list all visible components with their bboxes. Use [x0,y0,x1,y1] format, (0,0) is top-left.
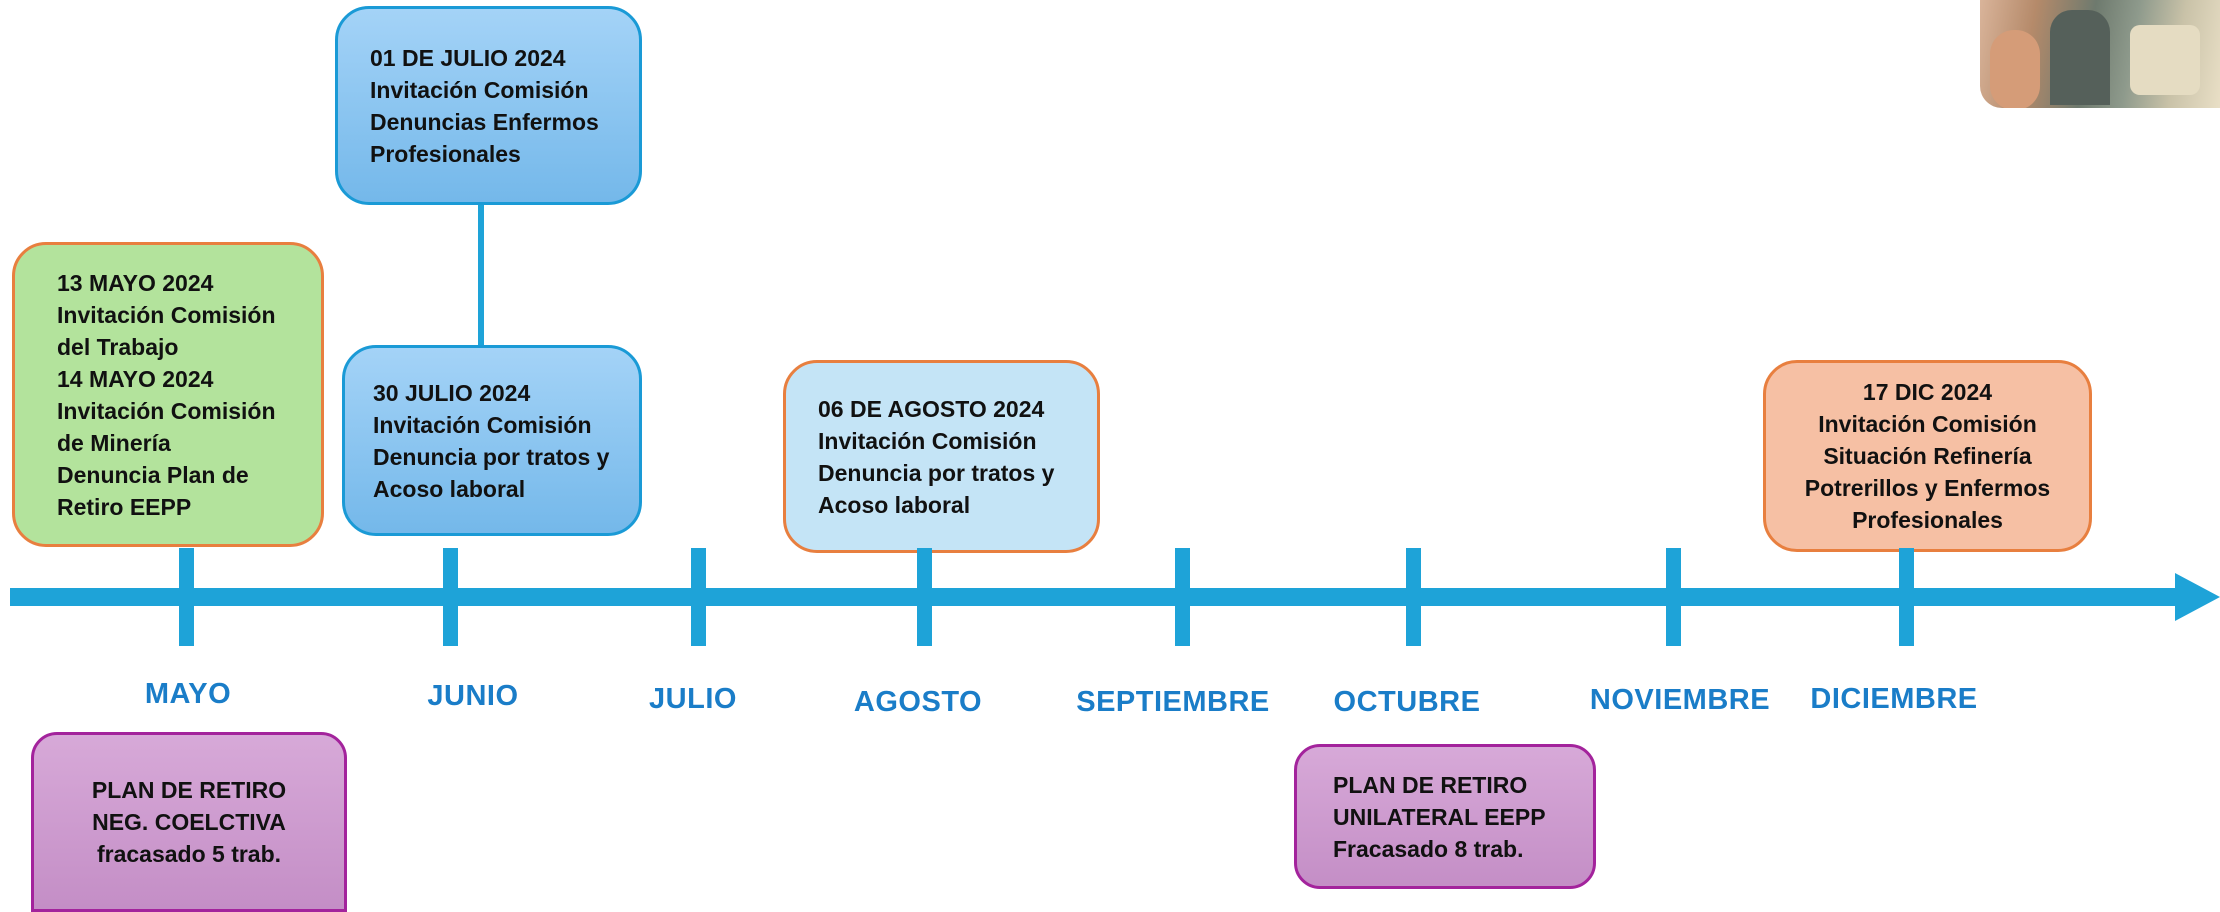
event-line: 06 DE AGOSTO 2024 [818,395,1045,422]
note-box-oct: PLAN DE RETIRO UNILATERAL EEPP Fracasado… [1294,744,1596,889]
note-line: UNILATERAL EEPP [1333,803,1546,830]
month-label: DICIEMBRE [1810,683,1978,715]
event-line: Denuncia por tratos y [373,443,610,470]
event-line: del Trabajo [57,333,179,360]
tick-junio [443,548,458,646]
event-line: Potrerillos y Enfermos [1804,475,2051,501]
event-line: de Minería [57,429,171,456]
event-box-may: 13 MAYO 2024 Invitación Comisión del Tra… [12,242,324,547]
event-line: 17 DIC 2024 [1862,379,1993,405]
corner-photo [1980,0,2220,108]
note-line: PLAN DE RETIRO [91,777,287,803]
note-box-may: PLAN DE RETIRO NEG. COELCTIVA fracasado … [31,732,347,912]
event-line: Invitación Comisión [1818,411,2037,437]
month-label: NOVIEMBRE [1589,684,1771,716]
event-line: 01 DE JULIO 2024 [370,44,566,71]
event-line: Profesionales [1852,507,2003,533]
note-line: NEG. COELCTIVA [92,809,286,835]
event-box-jul-30: 30 JULIO 2024 Invitación Comisión Denunc… [342,345,642,536]
event-line: 14 MAYO 2024 [57,365,214,392]
month-label: JULIO [649,683,737,715]
tick-julio [691,548,706,646]
tick-noviembre [1666,548,1681,646]
tick-octubre [1406,548,1421,646]
event-line: Invitación Comisión [57,397,276,424]
event-line: 13 MAYO 2024 [57,269,214,296]
event-line: Denuncia Plan de [57,461,249,488]
tick-agosto [917,548,932,646]
event-box-dec-17: 17 DIC 2024 Invitación Comisión Situació… [1763,360,2092,552]
event-line: Invitación Comisión [373,411,592,438]
event-line: Invitación Comisión [818,427,1037,454]
july-connector-line [478,205,484,347]
event-line: Invitación Comisión [370,76,589,103]
event-line: Acoso laboral [818,491,971,518]
note-line: fracasado 5 trab. [96,841,282,867]
month-label: MAYO [144,678,232,710]
month-label: SEPTIEMBRE [1076,686,1270,718]
event-box-jul-01: 01 DE JULIO 2024 Invitación Comisión Den… [335,6,642,205]
month-label: AGOSTO [853,686,983,718]
tick-diciembre [1899,548,1914,646]
timeline-arrowhead [2175,573,2220,621]
note-line: PLAN DE RETIRO [1333,771,1528,798]
month-label: JUNIO [427,680,519,712]
event-line: Situación Refinería [1823,443,2032,469]
event-line: 30 JULIO 2024 [373,379,531,406]
event-line: Profesionales [370,140,521,167]
event-line: Acoso laboral [373,475,526,502]
month-label: OCTUBRE [1333,686,1481,718]
event-line: Denuncias Enfermos [370,108,599,135]
timeline-axis [10,588,2180,606]
event-line: Retiro EEPP [57,493,192,520]
note-line: Fracasado 8 trab. [1333,835,1524,862]
event-box-aug-06: 06 DE AGOSTO 2024 Invitación Comisión De… [783,360,1100,553]
event-line: Invitación Comisión [57,301,276,328]
tick-septiembre [1175,548,1190,646]
tick-mayo [179,548,194,646]
event-line: Denuncia por tratos y [818,459,1055,486]
